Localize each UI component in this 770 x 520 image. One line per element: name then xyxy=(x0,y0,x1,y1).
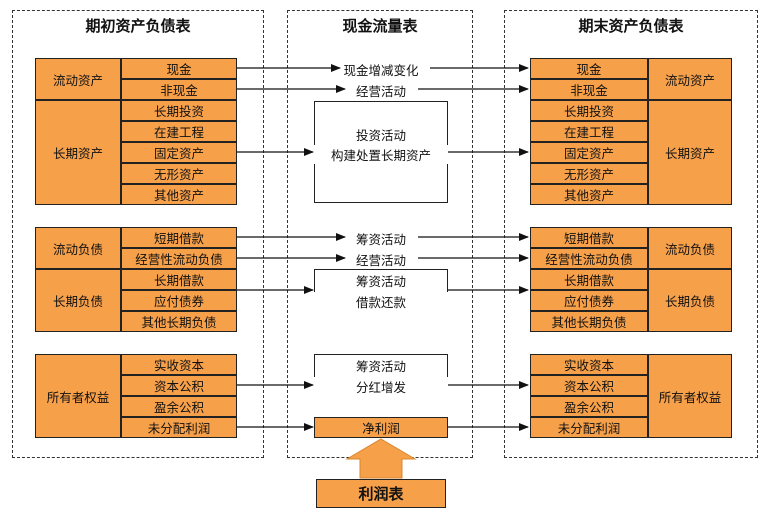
flow-financing-3-sub: 分红增发 xyxy=(314,377,448,396)
left-item-intangible: 无形资产 xyxy=(121,163,237,184)
right-item-other-lt-liab: 其他长期负债 xyxy=(530,311,648,332)
right-item-surplus: 盈余公积 xyxy=(530,396,648,417)
left-item-bonds: 应付债券 xyxy=(121,290,237,311)
right-group-long-assets: 长期资产 xyxy=(648,100,732,205)
right-item-paid-in: 实收资本 xyxy=(530,354,648,375)
flow-financing-3: 筹资活动 xyxy=(355,359,406,374)
left-item-fixed: 固定资产 xyxy=(121,142,237,163)
flow-investing-sub: 构建处置长期资产 xyxy=(314,145,448,164)
flow-financing-1: 筹资活动 xyxy=(314,229,448,248)
right-item-construction: 在建工程 xyxy=(530,121,648,142)
right-item-retained: 未分配利润 xyxy=(530,417,648,438)
closing-balance-panel xyxy=(504,10,758,458)
left-item-other-assets: 其他资产 xyxy=(121,184,237,205)
flow-cash-change: 现金增减变化 xyxy=(314,60,448,79)
right-group-long-liab: 长期负债 xyxy=(648,269,732,332)
flow-financing-2: 筹资活动 xyxy=(355,274,406,289)
right-item-fixed: 固定资产 xyxy=(530,142,648,163)
left-item-cap-reserve: 资本公积 xyxy=(121,375,237,396)
right-item-op-current-liab: 经营性流动负债 xyxy=(530,248,648,269)
flow-operating-2: 经营活动 xyxy=(314,250,448,269)
closing-title: 期末资产负债表 xyxy=(578,17,684,35)
left-group-long-assets: 长期资产 xyxy=(35,100,121,205)
right-item-cap-reserve: 资本公积 xyxy=(530,375,648,396)
right-item-lt-invest: 长期投资 xyxy=(530,100,648,121)
income-statement-box: 利润表 xyxy=(316,479,446,508)
left-group-long-liab: 长期负债 xyxy=(35,269,121,332)
right-item-lt-borrow: 长期借款 xyxy=(530,269,648,290)
flow-operating: 经营活动 xyxy=(314,81,448,100)
right-item-intangible: 无形资产 xyxy=(530,163,648,184)
left-group-equity: 所有者权益 xyxy=(35,354,121,438)
left-item-lt-invest: 长期投资 xyxy=(121,100,237,121)
cashflow-title: 现金流量表 xyxy=(342,17,418,35)
left-item-op-current-liab: 经营性流动负债 xyxy=(121,248,237,269)
left-group-current-liab: 流动负债 xyxy=(35,227,121,269)
left-item-surplus: 盈余公积 xyxy=(121,396,237,417)
flow-financing-2-sub: 借款还款 xyxy=(314,292,448,311)
left-item-lt-borrow: 长期借款 xyxy=(121,269,237,290)
opening-balance-panel xyxy=(12,10,264,458)
income-up-arrow xyxy=(345,438,417,479)
right-item-st-borrow: 短期借款 xyxy=(530,227,648,248)
left-item-construction: 在建工程 xyxy=(121,121,237,142)
net-profit-box: 净利润 xyxy=(314,417,448,438)
left-item-paid-in: 实收资本 xyxy=(121,354,237,375)
right-group-current-liab: 流动负债 xyxy=(648,227,732,269)
flow-investing: 投资活动 xyxy=(355,128,406,143)
left-group-current-assets: 流动资产 xyxy=(35,58,121,100)
left-item-cash: 现金 xyxy=(121,58,237,79)
right-item-cash: 现金 xyxy=(530,58,648,79)
left-item-noncash: 非现金 xyxy=(121,79,237,100)
left-item-st-borrow: 短期借款 xyxy=(121,227,237,248)
opening-title: 期初资产负债表 xyxy=(85,17,191,35)
right-item-noncash: 非现金 xyxy=(530,79,648,100)
right-item-other-assets: 其他资产 xyxy=(530,184,648,205)
left-item-other-lt-liab: 其他长期负债 xyxy=(121,311,237,332)
left-item-retained: 未分配利润 xyxy=(121,417,237,438)
right-group-current-assets: 流动资产 xyxy=(648,58,732,100)
right-item-bonds: 应付债券 xyxy=(530,290,648,311)
right-group-equity: 所有者权益 xyxy=(648,354,732,438)
